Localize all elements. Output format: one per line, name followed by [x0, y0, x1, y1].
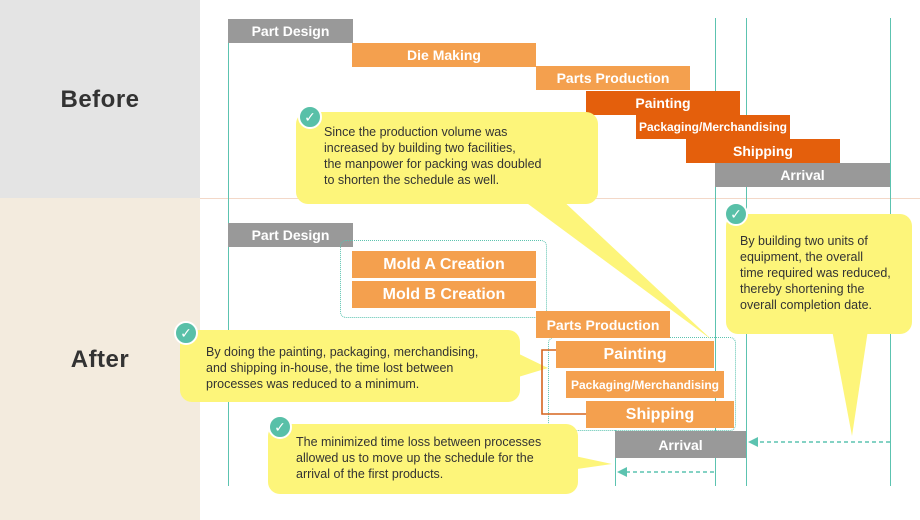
callout-inhouse-line: processes was reduced to a minimum.: [206, 377, 420, 391]
after-bar-mold-b: Mold B Creation: [352, 281, 536, 308]
callout-equipment-line: thereby shortening the: [740, 282, 865, 296]
arrow-left-icon: [748, 437, 758, 447]
callout-equipment-line: overall completion date.: [740, 298, 873, 312]
callout-inhouse-line: and shipping in-house, the time lost bet…: [206, 361, 454, 375]
callout-tail-packing: [520, 198, 712, 340]
after-label: After: [70, 346, 130, 373]
callout-arrival-line: allowed us to move up the schedule for t…: [296, 451, 534, 465]
callout-tail-arrival: [570, 455, 612, 470]
before-bar-packaging: Packaging/Merchandising: [636, 115, 790, 139]
before-bar-arrival: Arrival: [715, 163, 890, 187]
after-bar-arrival: Arrival: [615, 431, 746, 458]
inhouse-bracket: [541, 349, 586, 415]
after-bar-painting: Painting: [556, 341, 714, 368]
before-bar-part-design: Part Design: [228, 19, 353, 43]
timeline-start-line: [228, 20, 229, 486]
after-bar-parts-production: Parts Production: [536, 311, 670, 338]
before-bar-shipping: Shipping: [686, 139, 840, 163]
callout-packing-line: Since the production volume was: [324, 125, 508, 139]
callout-tail-inhouse: [515, 352, 548, 378]
callout-arrival-line: The minimized time loss between processe…: [296, 435, 542, 449]
callout-packing-line: to shorten the schedule as well.: [324, 173, 500, 187]
before-bar-die-making: Die Making: [352, 43, 536, 67]
after-bar-shipping: Shipping: [586, 401, 734, 428]
timeline-line-715: [715, 18, 716, 486]
arrow-left-icon: [617, 467, 627, 477]
after-bar-mold-a: Mold A Creation: [352, 251, 536, 278]
callout-equipment-line: equipment, the overall: [740, 250, 863, 264]
before-bar-painting: Painting: [586, 91, 740, 115]
after-arrival-start-line: [615, 430, 616, 486]
callout-inhouse: By doing the painting, packaging, mercha…: [180, 330, 520, 402]
check-circle-icon: ✓: [174, 321, 198, 345]
callout-inhouse-line: By doing the painting, packaging, mercha…: [206, 345, 479, 359]
callout-arrival-line: arrival of the first products.: [296, 467, 444, 481]
before-label: Before: [60, 86, 140, 113]
callout-equipment-line: By building two units of: [740, 234, 868, 248]
before-bar-parts-production: Parts Production: [536, 66, 690, 90]
callout-equipment: By building two units of equipment, the …: [726, 214, 912, 334]
check-circle-icon: ✓: [724, 202, 748, 226]
check-circle-icon: ✓: [268, 415, 292, 439]
callout-packing: Since the production volume was increase…: [296, 112, 598, 204]
after-band: [0, 198, 200, 520]
mold-group-dotted-box: [340, 240, 547, 318]
after-bar-packaging: Packaging/Merchandising: [566, 371, 724, 398]
check-circle-icon: ✓: [298, 105, 322, 129]
before-band: [0, 0, 200, 198]
callout-packing-line: the manpower for packing was doubled: [324, 157, 542, 171]
callout-equipment-line: time required was reduced,: [740, 266, 891, 280]
callout-packing-line: increased by building two facilities,: [324, 141, 516, 155]
callout-tail-equipment: [832, 330, 868, 436]
callout-arrival: The minimized time loss between processe…: [268, 424, 578, 494]
after-bar-part-design: Part Design: [228, 223, 353, 247]
